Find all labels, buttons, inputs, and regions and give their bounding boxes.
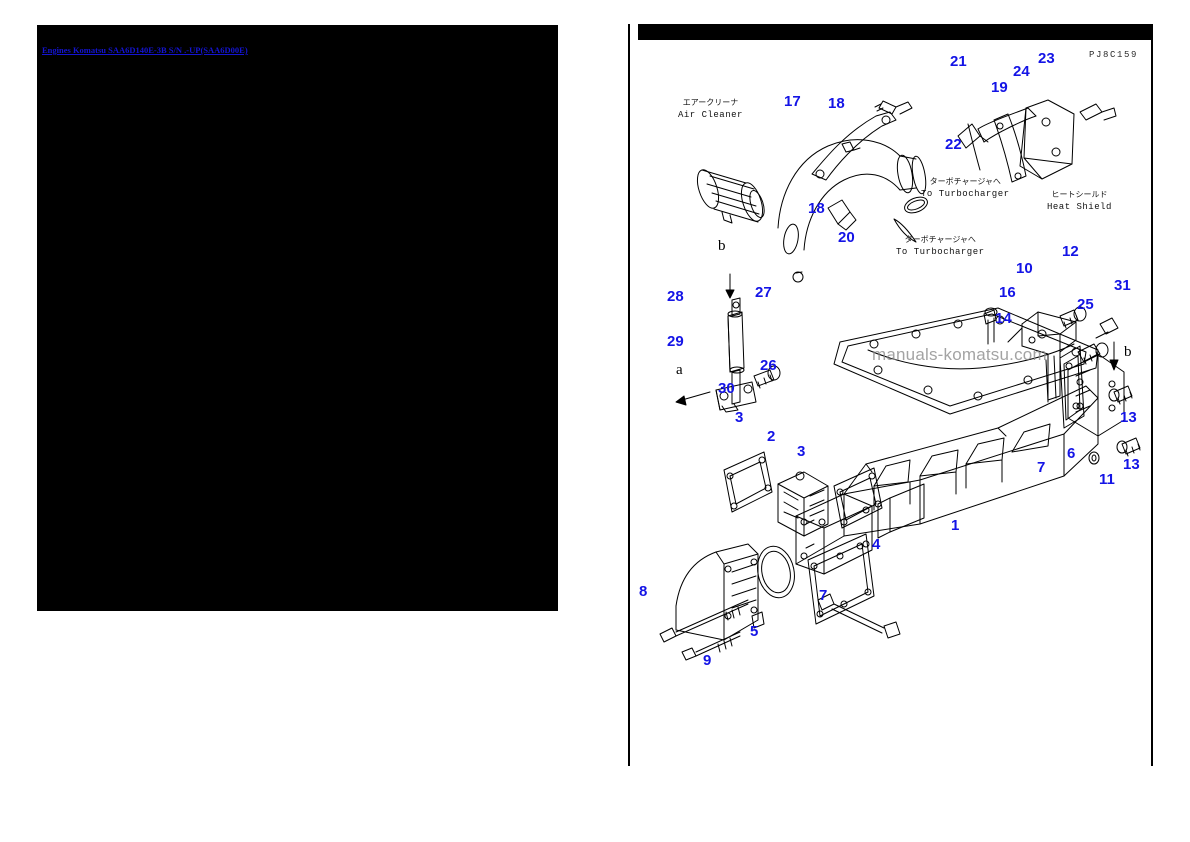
lower-cover-assembly [659,543,795,661]
manifold-top-gasket [833,307,1099,415]
callout-number-22: 22 [945,136,962,153]
lower-gasket-7 [807,533,875,625]
page-frame-top-bar [638,24,1153,40]
label-to-turbocharger-upper: ターボチャージャへ To Turbocharger [921,177,1010,199]
page-frame-left-border [628,24,630,766]
section-letter-b-left: b [718,238,726,254]
callout-number-16: 16 [999,284,1016,301]
callout-number-3: 3 [797,443,806,460]
callout-number-23: 23 [1038,50,1055,67]
bolt-4 [817,593,901,639]
callout-number-18: 18 [828,95,845,112]
callout-number-27: 27 [755,284,772,301]
callout-number-24: 24 [1013,63,1030,80]
callout-number-28: 28 [667,288,684,305]
callout-number-3: 3 [735,409,744,426]
callout-number-13: 13 [1120,409,1137,426]
callout-number-9: 9 [703,652,712,669]
callout-number-17: 17 [784,93,801,110]
callout-number-13: 13 [1123,456,1140,473]
callout-number-5: 5 [750,623,759,640]
callout-number-8: 8 [639,583,648,600]
callout-number-21: 21 [950,53,967,70]
air-intake-hose-part [777,139,928,283]
callout-number-14: 14 [995,310,1012,327]
callout-number-7: 7 [1037,459,1046,476]
document-title-link[interactable]: Engines Komatsu SAA6D140E-3B S/N .-UP(SA… [42,45,248,55]
callout-number-19: 19 [991,79,1008,96]
callout-number-20: 20 [838,229,855,246]
callout-number-11: 11 [1099,471,1115,488]
section-letter-b-right: b [1124,344,1132,360]
callout-number-29: 29 [667,333,684,350]
label-heat-shield: ヒートシールド Heat Shield [1047,190,1112,212]
callout-number-31: 31 [1114,277,1131,294]
callout-number-26: 26 [760,357,777,374]
link-rod-assembly [675,273,781,413]
callout-number-6: 6 [1067,445,1076,462]
callout-number-4: 4 [872,536,881,553]
callout-number-7: 7 [819,587,828,604]
callout-number-1: 1 [951,517,960,534]
air-cleaner-part [696,169,765,224]
callout-number-2: 2 [767,428,776,445]
section-letter-a: a [676,362,683,378]
callout-number-25: 25 [1077,296,1094,313]
page-frame-right-border [1151,24,1153,766]
throttle-plate-assembly [723,451,883,537]
upper-bracket-assembly [811,99,1117,183]
page-code-label: PJ8C159 [1089,50,1139,60]
callout-number-10: 10 [1016,260,1033,277]
document-preview-panel: Engines Komatsu SAA6D140E-3B S/N .-UP(SA… [37,25,558,611]
callout-number-12: 12 [1062,243,1079,260]
label-to-turbocharger-lower: ターボチャージャへ To Turbocharger [896,235,985,257]
intake-manifold-exploded-diagram [659,99,1141,661]
intake-manifold-body [795,345,1125,575]
label-air-cleaner: エアークリーナ Air Cleaner [678,98,743,120]
right-bracket-assembly [983,306,1141,465]
callout-number-18: 18 [808,200,825,217]
callout-number-30: 30 [718,380,735,397]
